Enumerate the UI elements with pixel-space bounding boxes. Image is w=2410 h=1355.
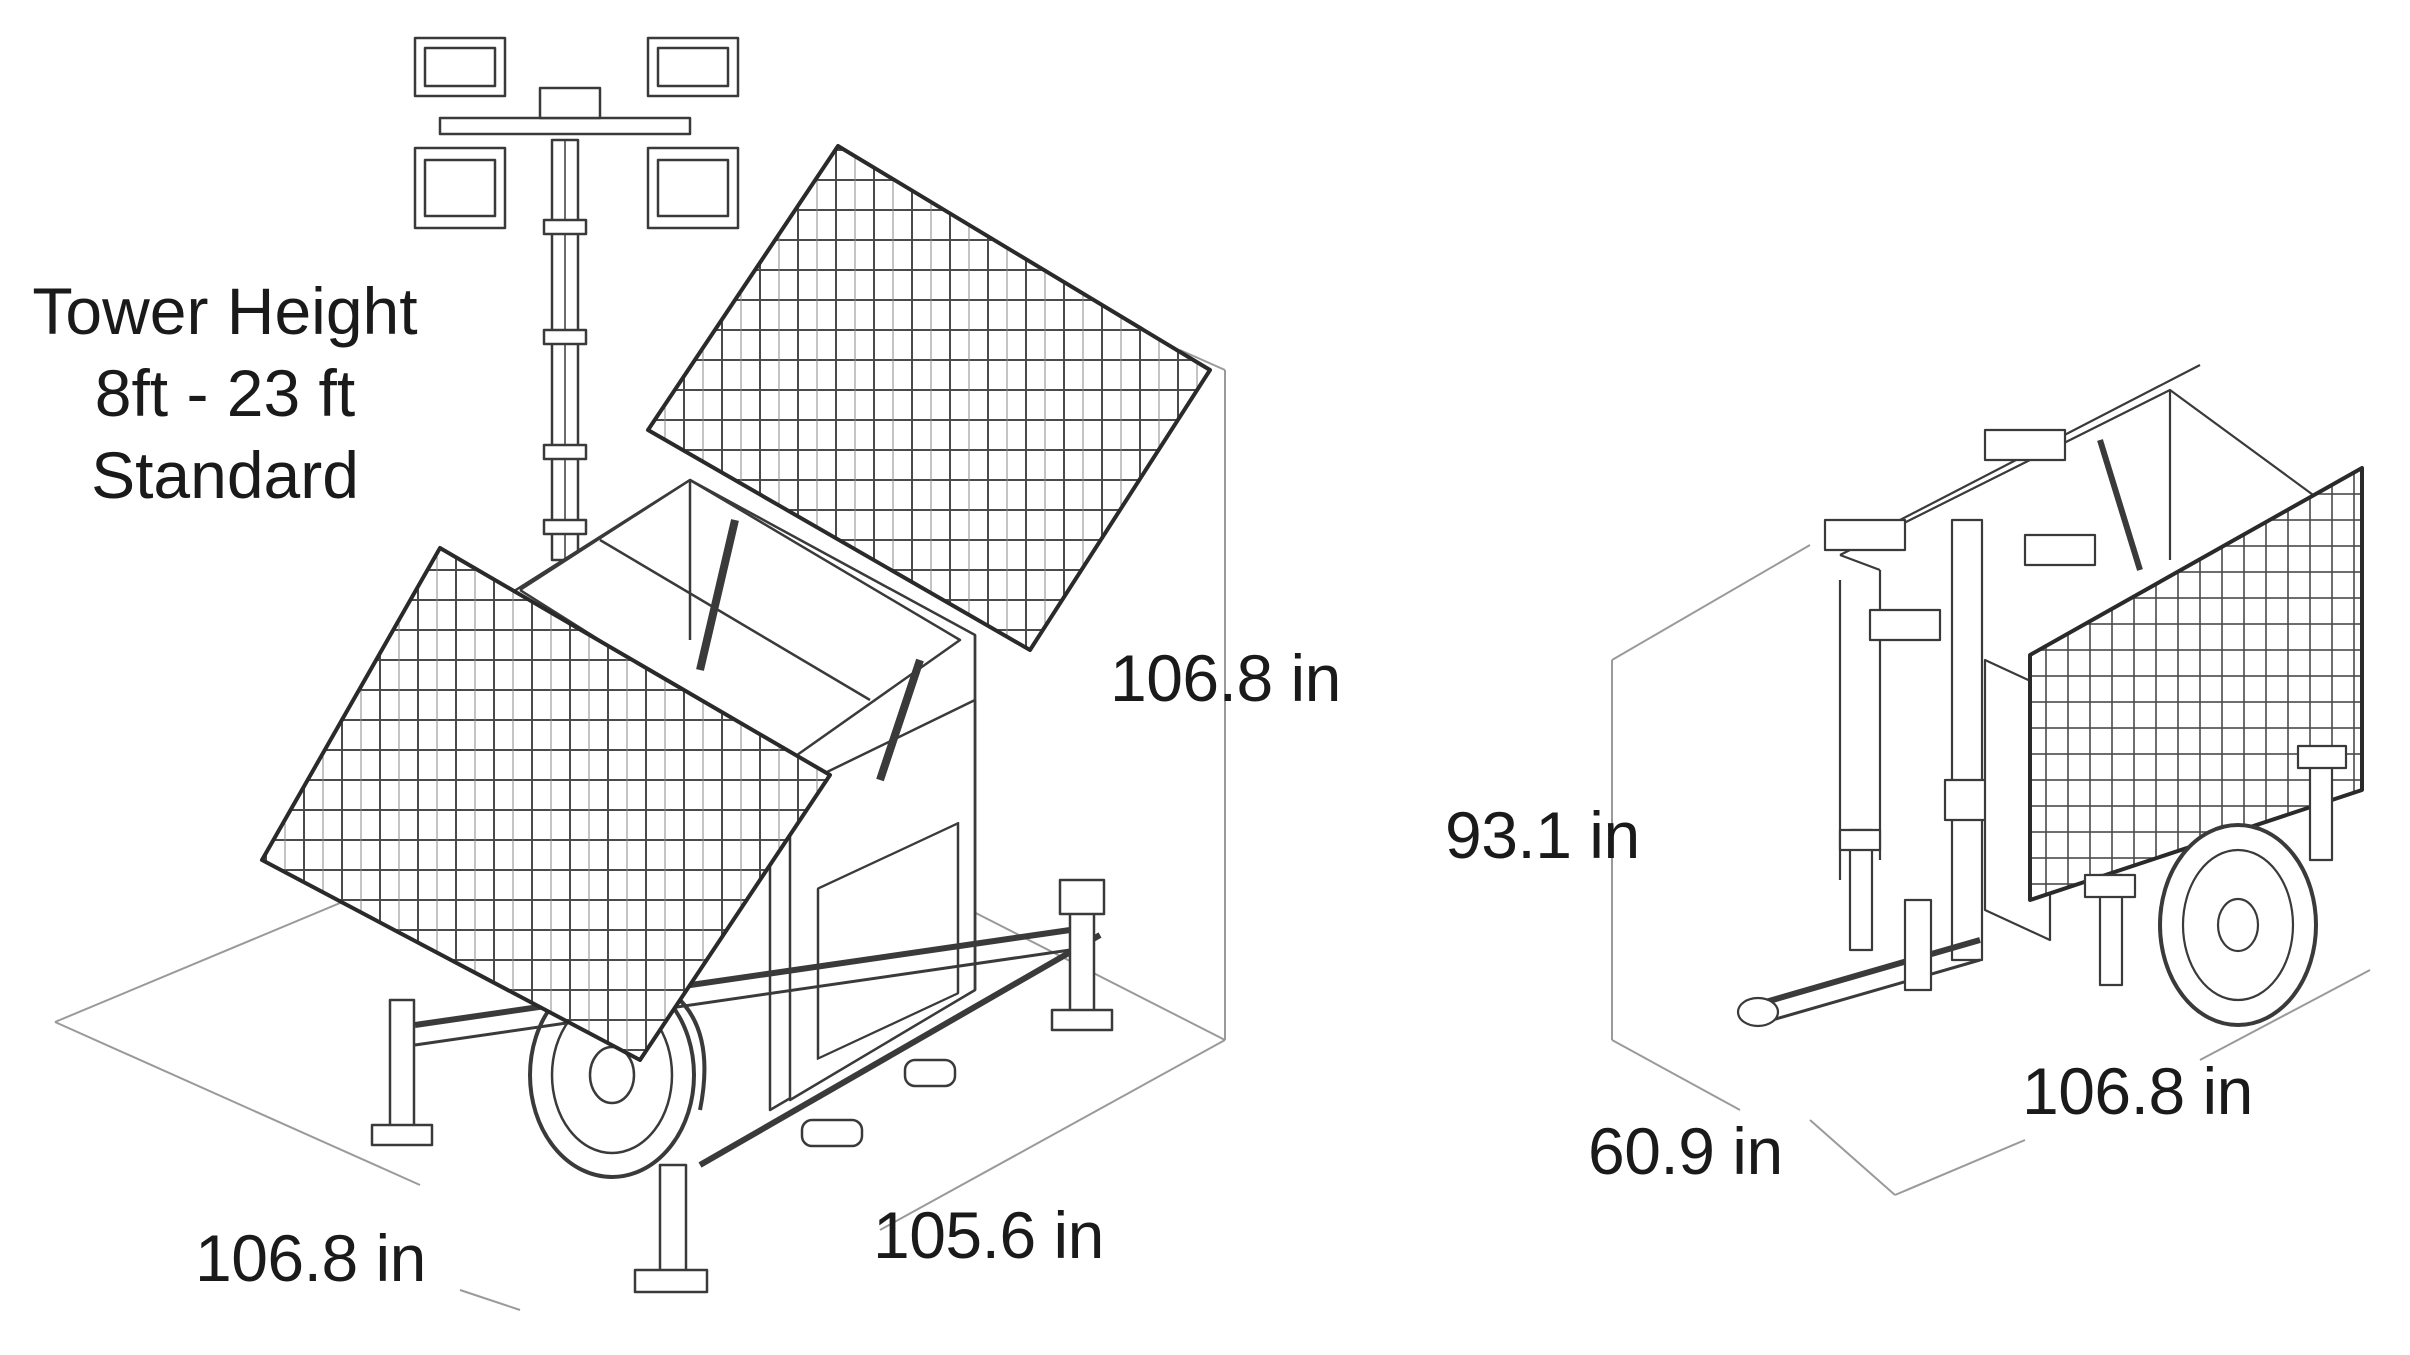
solar-panel-front xyxy=(260,546,832,1062)
right-length-dimension: 106.8 in xyxy=(2022,1054,2253,1128)
right-width-dimension: 60.9 in xyxy=(1588,1114,1783,1188)
right-solar-panel xyxy=(2028,466,2364,902)
left-width-dimension: 105.6 in xyxy=(873,1198,1104,1272)
lamp-heads xyxy=(413,36,740,230)
tower-height-range: 8ft - 23 ft xyxy=(94,356,356,430)
left-height-dimension: 106.8 in xyxy=(1110,641,1341,715)
tower-height-label: Tower Height 8ft - 23 ft Standard xyxy=(20,270,430,516)
right-footprint-lines xyxy=(1611,544,2371,1196)
right-trailer-drawing xyxy=(1611,364,2371,1196)
left-length-dimension: 106.8 in xyxy=(195,1221,426,1295)
right-lamp-heads xyxy=(1823,428,2097,642)
tower-height-title: Tower Height xyxy=(32,274,418,348)
right-wheel xyxy=(2158,823,2318,1027)
trailer-tongue-and-stands xyxy=(370,878,1114,1294)
trailer-body xyxy=(498,478,977,1112)
right-height-dimension: 93.1 in xyxy=(1445,798,1640,872)
solar-panel-rear xyxy=(646,144,1212,652)
tower-height-standard: Standard xyxy=(91,438,359,512)
right-tongue-and-stands xyxy=(1736,744,2348,1028)
left-trailer-drawing xyxy=(54,36,1226,1311)
right-tower-mast xyxy=(1943,518,1991,962)
